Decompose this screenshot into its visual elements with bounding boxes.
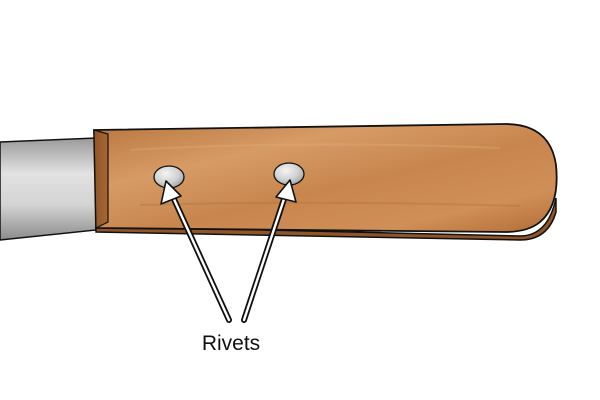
wood-grain [139,201,521,207]
callout-label: Rivets [202,332,260,355]
blade [0,137,97,241]
handle [93,123,558,233]
callout-arrow-right [241,179,297,323]
wood-grain [129,143,501,151]
handle-bolster [93,129,109,229]
callout-arrow-left [160,180,232,323]
